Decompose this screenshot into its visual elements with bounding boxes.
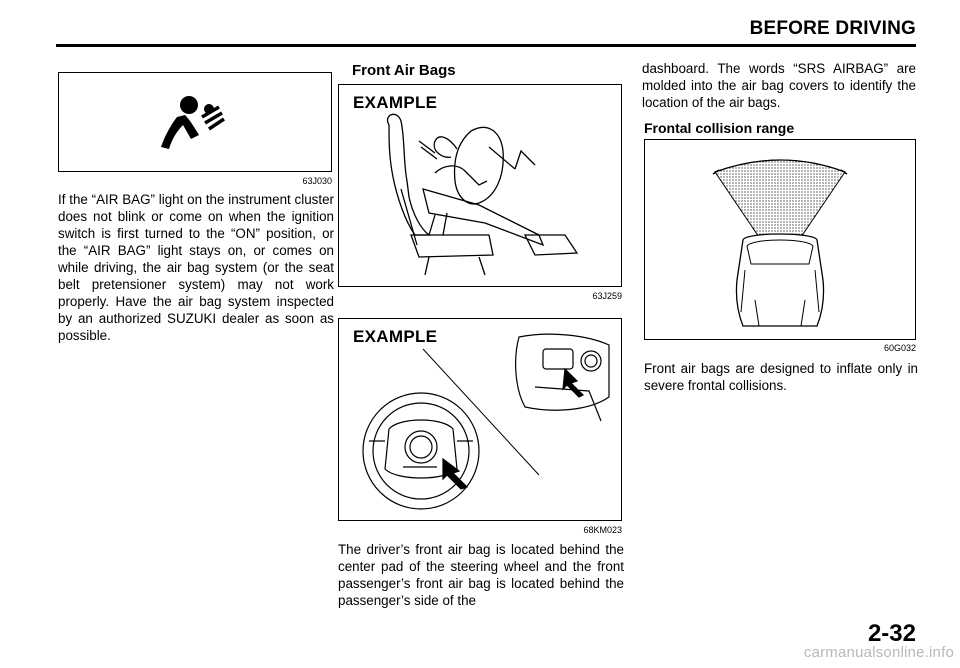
airbag-deployment-illustration [386, 113, 579, 276]
figure-code: 63J259 [592, 291, 622, 301]
airbag-warning-icon [161, 96, 225, 149]
page-number: 2-32 [867, 620, 916, 647]
airbag-light-paragraph: If the “AIR BAG” light on the instrument… [58, 192, 334, 343]
collision-range-heading: Frontal collision range [644, 120, 795, 136]
airbag-deploy-figure: EXAMPLE [338, 84, 622, 287]
section-heading: Front Air Bags [352, 62, 456, 79]
watermark: carmanualsonline.info [803, 644, 954, 661]
airbag-location-paragraph: The driver’s front air bag is located be… [338, 542, 624, 608]
page-header-title: BEFORE DRIVING [749, 18, 916, 39]
front-airbag-inflate-paragraph: Front air bags are designed to inflate o… [644, 361, 918, 393]
steering-wheel-illustration [362, 333, 610, 510]
steering-wheel-figure: EXAMPLE [338, 318, 622, 521]
frontal-collision-range-diagram [712, 159, 848, 327]
airbag-light-figure [58, 72, 332, 172]
header-rule [56, 44, 916, 47]
figure-code: 60G032 [883, 343, 916, 353]
example-label: EXAMPLE [353, 327, 438, 346]
figure-code: 63J030 [302, 176, 332, 186]
example-label: EXAMPLE [353, 93, 438, 112]
srs-airbag-paragraph: dashboard. The words “SRS AIRBAG” are mo… [642, 61, 916, 110]
figure-code: 68KM023 [583, 525, 622, 535]
collision-range-figure [644, 139, 916, 340]
